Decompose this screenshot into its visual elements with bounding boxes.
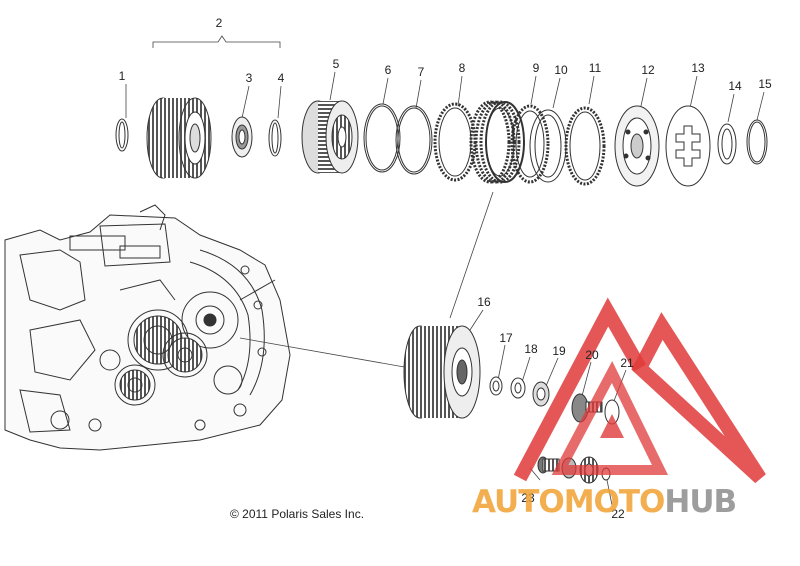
label-18: 18 bbox=[524, 342, 538, 356]
label-11: 11 bbox=[589, 61, 602, 75]
label-10: 10 bbox=[554, 63, 568, 77]
label-5: 5 bbox=[333, 57, 340, 71]
label-9: 9 bbox=[533, 61, 540, 75]
label-13: 13 bbox=[691, 61, 705, 75]
label-20: 20 bbox=[585, 348, 599, 362]
label-19: 19 bbox=[552, 344, 566, 358]
watermark-brand-part1: AUTOMOTO bbox=[472, 484, 664, 520]
label-2: 2 bbox=[216, 16, 223, 30]
part-9-friction-plate bbox=[510, 104, 550, 184]
label-22: 22 bbox=[611, 507, 625, 521]
label-4: 4 bbox=[278, 71, 285, 85]
automotohub-watermark-logo bbox=[513, 297, 766, 484]
clutch-parts-top-row bbox=[115, 97, 768, 187]
label-17: 17 bbox=[499, 331, 513, 345]
label-21: 21 bbox=[620, 356, 634, 370]
plate-stack bbox=[469, 100, 525, 184]
label-14: 14 bbox=[728, 79, 742, 93]
engine-case-drawing bbox=[4, 204, 291, 451]
label-8: 8 bbox=[459, 61, 466, 75]
leader-lines bbox=[125, 35, 765, 506]
label-12: 12 bbox=[641, 63, 655, 77]
clutch-parts-lower bbox=[403, 325, 620, 484]
part-11-friction-plate bbox=[564, 106, 606, 186]
watermark-brand-text: AUTOMOTOHUB bbox=[472, 484, 736, 520]
copyright-text: © 2011 Polaris Sales Inc. bbox=[230, 507, 364, 521]
label-23: 23 bbox=[521, 491, 535, 505]
label-7: 7 bbox=[418, 65, 425, 79]
label-3: 3 bbox=[246, 71, 253, 85]
part-7-spring bbox=[395, 105, 433, 175]
label-6: 6 bbox=[385, 63, 392, 77]
label-1: 1 bbox=[119, 69, 126, 83]
label-16: 16 bbox=[477, 295, 491, 309]
part-6-spring bbox=[363, 103, 401, 173]
part-number-labels: 1 2 3 4 5 6 7 8 9 10 11 12 13 14 15 16 1… bbox=[119, 16, 772, 521]
watermark-brand-part2: HUB bbox=[664, 484, 736, 520]
part-8-friction-plate bbox=[433, 102, 477, 182]
label-15: 15 bbox=[758, 77, 772, 91]
